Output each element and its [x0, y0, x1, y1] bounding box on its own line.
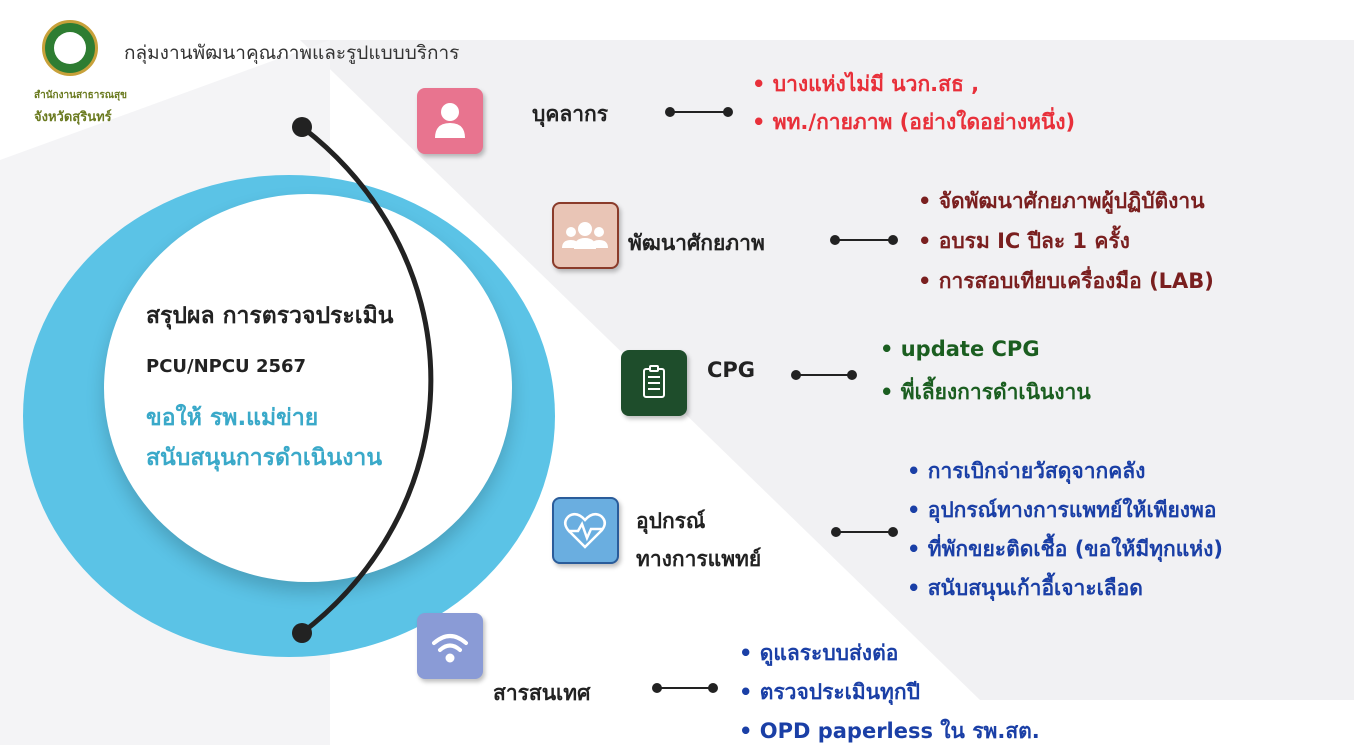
it-bullet-3: • OPD paperless ใน รพ.สต. [739, 719, 1040, 743]
node-label-equipment-1: อุปกรณ์ [636, 509, 706, 533]
development-bullet-3: • การสอบเทียบเครื่องมือ (LAB) [918, 269, 1214, 293]
arc-start-dot [292, 117, 312, 137]
connector-lines [652, 107, 898, 693]
wifi-icon [417, 613, 483, 679]
clipboard-icon [621, 350, 687, 416]
it-bullet-2: • ตรวจประเมินทุกปี [739, 680, 920, 704]
it-bullet-1: • ดูแลระบบส่งต่อ [739, 641, 899, 665]
node-label-development: พัฒนาศักยภาพ [628, 231, 765, 255]
timeline-arc [300, 125, 434, 635]
personnel-bullet-2: • พท./กายภาพ (อย่างใดอย่างหนึ่ง) [752, 110, 1076, 134]
node-label-it: สารสนเทศ [493, 681, 591, 705]
development-bullet-1: • จัดพัฒนาศักยภาพผู้ปฏิบัติงาน [918, 189, 1205, 213]
summary-circle [104, 194, 512, 582]
node-label-cpg: CPG [707, 358, 756, 382]
equipment-bullet-3: • ที่พักขยะติดเชื้อ (ขอให้มีทุกแห่ง) [907, 537, 1223, 561]
cpg-bullet-2: • พี่เลี้ยงการดำเนินงาน [880, 380, 1091, 404]
development-bullet-2: • อบรม IC ปีละ 1 ครั้ง [918, 229, 1130, 253]
equipment-bullet-4: • สนับสนุนเก้าอี้เจาะเลือด [907, 576, 1143, 600]
summary-request-line1: ขอให้ รพ.แม่ข่าย [146, 405, 319, 431]
summary-title: สรุปผล การตรวจประเมิน [146, 303, 394, 329]
org-name-line2: จังหวัดสุรินทร์ [34, 110, 112, 125]
equipment-bullet-1: • การเบิกจ่ายวัสดุจากคลัง [907, 459, 1146, 483]
summary-subtitle: PCU/NPCU 2567 [146, 356, 307, 377]
heart-pulse-icon [552, 497, 619, 564]
personnel-bullet-1: • บางแห่งไม่มี นวก.สธ , [752, 72, 980, 96]
node-label-personnel: บุคลากร [532, 102, 609, 126]
node-label-equipment-2: ทางการแพทย์ [636, 547, 762, 571]
summary-request-line2: สนับสนุนการดำเนินงาน [146, 445, 383, 471]
ministry-logo [42, 20, 98, 76]
arc-end-dot [292, 623, 312, 643]
cpg-bullet-1: • update CPG [880, 337, 1040, 361]
org-name-line1: สำนักงานสาธารณสุข [34, 90, 127, 101]
group-icon [552, 202, 619, 269]
equipment-bullet-2: • อุปกรณ์ทางการแพทย์ให้เพียงพอ [907, 498, 1217, 522]
header-title: กลุ่มงานพัฒนาคุณภาพและรูปแบบบริการ [124, 42, 460, 64]
person-icon [417, 88, 483, 154]
